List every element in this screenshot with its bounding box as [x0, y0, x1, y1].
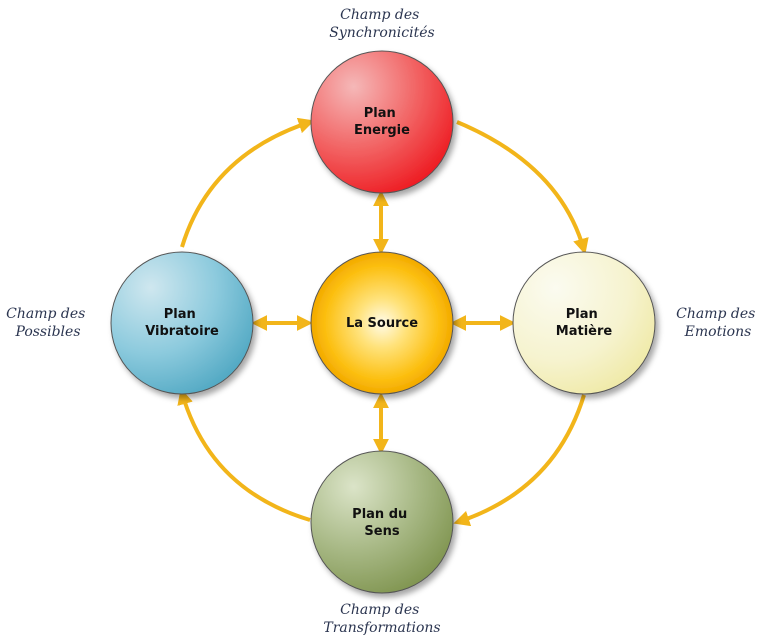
node-energie — [310, 50, 454, 194]
node-source — [310, 251, 454, 395]
field-synchronicites-label: Champ des Synchronicités — [329, 7, 434, 41]
arc-arrow-bottom-left — [177, 388, 311, 522]
arc-arrow-right-bottom — [453, 394, 586, 527]
arc-arrow-top-right — [456, 120, 589, 255]
field-possibles-label: Champ des Possibles — [6, 306, 90, 340]
node-energie-label: Plan Energie — [354, 106, 410, 138]
node-source-label: La Source — [346, 316, 418, 331]
node-sens-label: Plan du Sens — [352, 507, 412, 539]
node-vibratoire-label: Plan Vibratoire — [145, 307, 219, 339]
node-vibratoire — [110, 251, 254, 395]
arc-arrow-left-top — [180, 117, 315, 248]
field-emotions-label: Champ des Emotions — [676, 306, 760, 340]
node-matiere — [512, 251, 656, 395]
field-transformations-label: Champ des Transformations — [323, 602, 440, 636]
node-matiere-label: Plan Matière — [556, 307, 613, 339]
node-sens — [310, 450, 454, 594]
